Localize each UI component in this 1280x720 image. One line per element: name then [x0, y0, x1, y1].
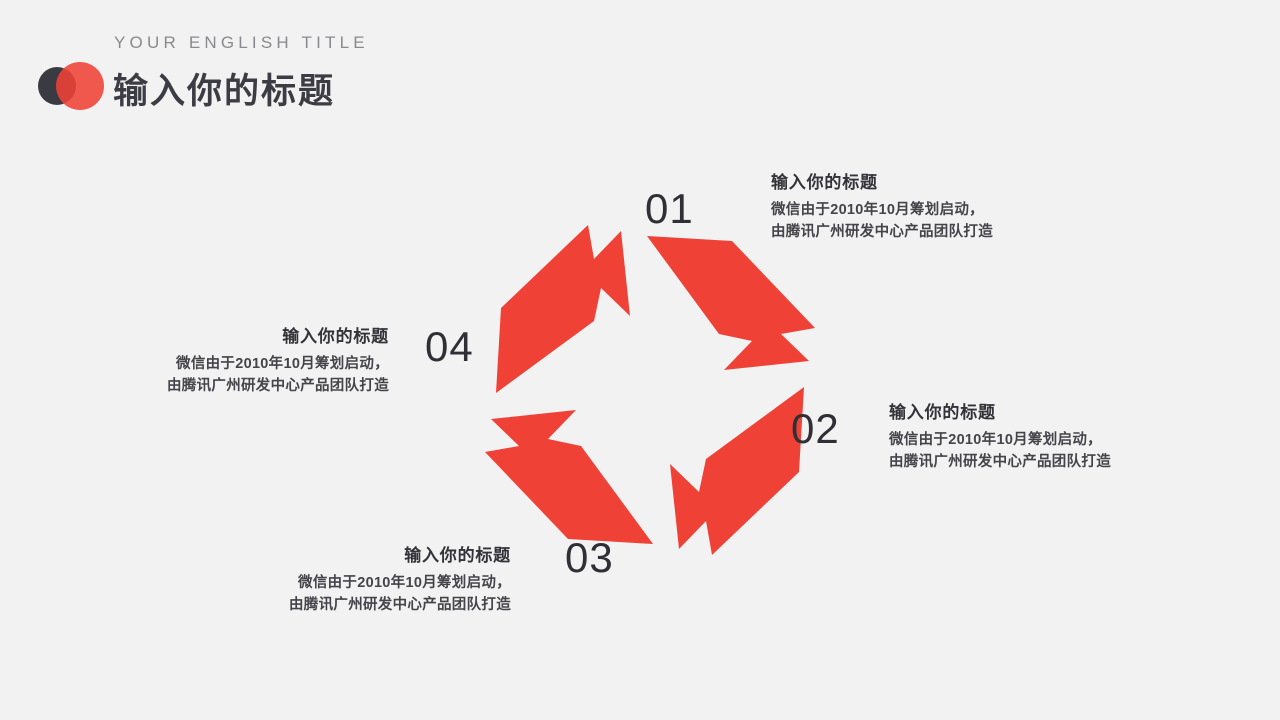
slide-english-title: YOUR ENGLISH TITLE: [114, 33, 369, 52]
step-desc-line1-04: 微信由于2010年10月筹划启动，: [176, 356, 389, 372]
step-title-01: 输入你的标题: [771, 173, 878, 192]
step-number-03: 03: [565, 534, 614, 581]
step-desc-line2-03: 由腾讯广州研发中心产品团队打造: [289, 596, 511, 613]
step-title-02: 输入你的标题: [889, 403, 996, 422]
header-logo-dots: [38, 62, 124, 110]
arrow-up-left-icon: [485, 410, 653, 544]
arrow-up-right-icon: [496, 225, 630, 393]
step-block-03: 输入你的标题 微信由于2010年10月筹划启动， 由腾讯广州研发中心产品团队打造: [289, 541, 511, 617]
step-desc-line2-02: 由腾讯广州研发中心产品团队打造: [889, 453, 1111, 470]
step-desc-line2-04: 由腾讯广州研发中心产品团队打造: [167, 377, 389, 394]
step-desc-line1-01: 微信由于2010年10月筹划启动，: [771, 202, 984, 218]
step-number-01: 01: [645, 185, 694, 232]
step-desc-line2-01: 由腾讯广州研发中心产品团队打造: [771, 223, 993, 240]
step-block-01: 输入你的标题 微信由于2010年10月筹划启动， 由腾讯广州研发中心产品团队打造: [771, 168, 993, 244]
arrow-down-right-icon: [647, 236, 815, 370]
red-circle-icon: [56, 62, 104, 110]
step-desc-line1-02: 微信由于2010年10月筹划启动，: [889, 432, 1102, 448]
step-block-02: 输入你的标题 微信由于2010年10月筹划启动， 由腾讯广州研发中心产品团队打造: [889, 398, 1111, 474]
step-desc-line1-03: 微信由于2010年10月筹划启动，: [298, 575, 511, 591]
step-title-03: 输入你的标题: [404, 546, 511, 565]
slide-header: YOUR ENGLISH TITLE 输入你的标题: [0, 0, 1280, 130]
step-number-04: 04: [425, 323, 474, 370]
arrow-down-left-icon: [670, 387, 804, 555]
cycle-diagram: [455, 195, 845, 585]
step-title-04: 输入你的标题: [282, 327, 389, 346]
step-number-02: 02: [791, 405, 840, 452]
step-block-04: 输入你的标题 微信由于2010年10月筹划启动， 由腾讯广州研发中心产品团队打造: [167, 322, 389, 398]
slide-title: 输入你的标题: [113, 72, 336, 111]
